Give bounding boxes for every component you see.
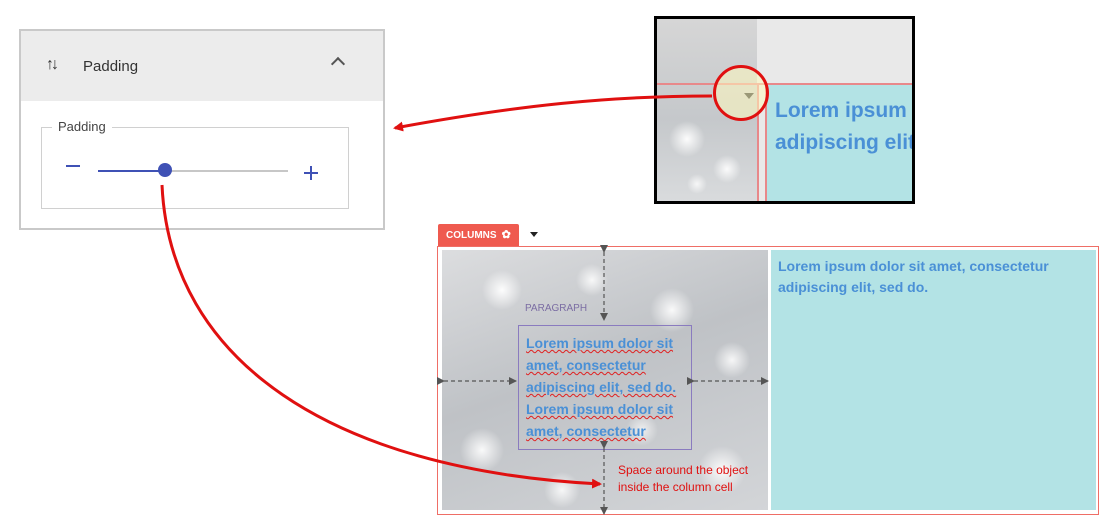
increase-button-vertical[interactable] (310, 166, 312, 180)
columns-tag-label: COLUMNS (446, 230, 497, 241)
text-cell-paragraph: Lorem ipsum dolor sit amet, consectetur … (778, 258, 1049, 295)
arrow-to-space (160, 184, 602, 489)
gear-icon[interactable]: ✿ (501, 229, 511, 241)
paragraph-line: amet, consectetur (526, 423, 646, 439)
paragraph-line: adipiscing elit, sed do. (526, 379, 677, 395)
annotation-line1: Space around the object (618, 463, 749, 477)
padding-panel-header[interactable]: ↑↓ Padding (21, 31, 383, 101)
padding-panel: ↑↓ Padding Padding (19, 29, 385, 230)
zoom-text-cell (767, 85, 912, 201)
annotation-note: Space around the object inside the colum… (618, 462, 748, 496)
paragraph-label: PARAGRAPH (525, 303, 588, 314)
slider-fill (98, 170, 165, 172)
caret-down-icon[interactable] (530, 232, 538, 237)
annotation-line2: inside the column cell (618, 480, 733, 494)
column-border (765, 83, 767, 201)
column-border (757, 83, 759, 201)
paragraph-line: Lorem ipsum dolor sit (526, 401, 674, 417)
padding-field-label: Padding (52, 119, 112, 134)
padding-fieldset: Padding (41, 119, 349, 209)
zoom-text: Lorem ipsum adipiscing elit (775, 95, 915, 159)
paragraph-line: Lorem ipsum dolor sit (526, 335, 674, 351)
panel-title: Padding (83, 58, 139, 75)
zoom-text-line2: adipiscing elit (775, 131, 915, 154)
columns-tag[interactable]: COLUMNS ✿ (438, 224, 519, 246)
zoom-text-line1: Lorem ipsum (775, 99, 907, 122)
paragraph-text: Lorem ipsum dolor sit amet, consectetur … (526, 332, 688, 442)
paragraph-block[interactable]: Lorem ipsum dolor sit amet, consectetur … (518, 325, 692, 450)
padding-slider-track[interactable] (98, 170, 288, 172)
column-border (657, 83, 912, 85)
highlight-circle (713, 65, 769, 121)
slider-thumb[interactable] (157, 163, 172, 177)
vertical-arrows-icon: ↑↓ (46, 56, 59, 73)
decrease-button[interactable] (66, 165, 80, 167)
arrow-to-panel (393, 94, 713, 132)
zoom-inset: Lorem ipsum adipiscing elit (654, 16, 915, 204)
paragraph-line: amet, consectetur (526, 357, 646, 373)
text-column-cell[interactable]: Lorem ipsum dolor sit amet, consectetur … (771, 250, 1096, 510)
